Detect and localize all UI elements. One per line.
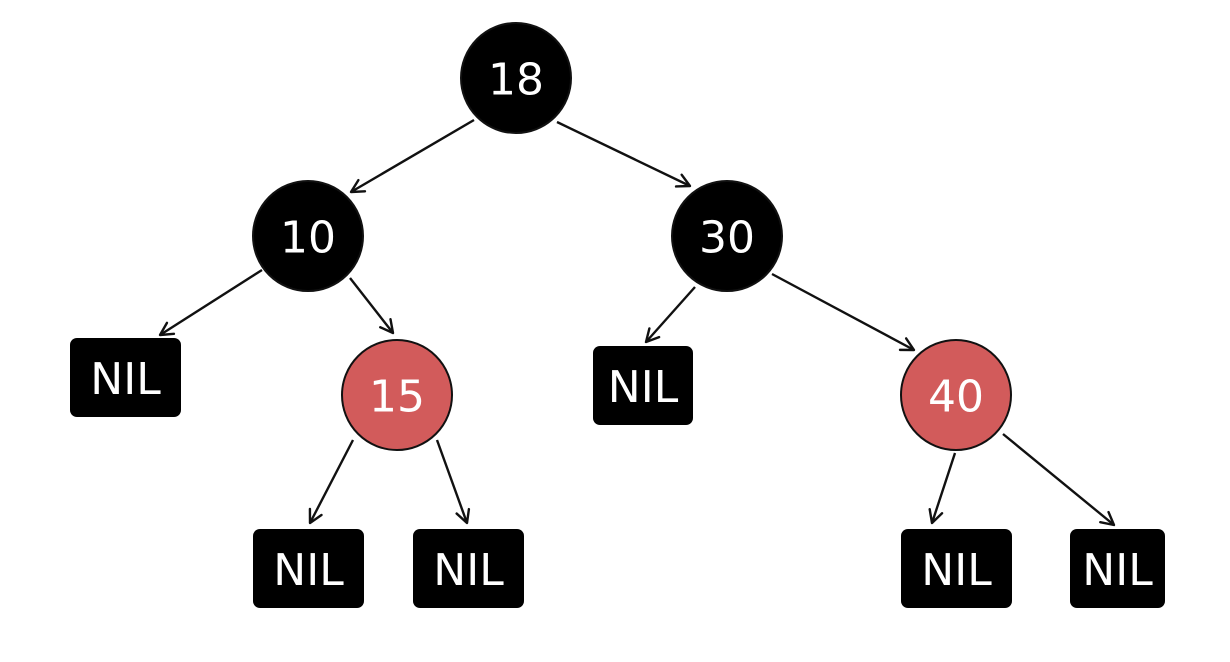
node-label: 40 [928,372,984,423]
edge-line [1002,433,1115,526]
nil-leaf: NIL [413,529,524,608]
edge-n40-nil5 [928,452,957,525]
arrowhead-icon [158,321,176,337]
node-label: 15 [369,372,425,423]
tree-node-18: 18 [460,22,572,134]
arrowhead-icon [674,173,692,188]
arrowhead-icon [928,507,944,525]
node-label: 18 [488,55,544,106]
nil-label: NIL [433,545,504,596]
edge-line [350,118,475,194]
edges-layer [158,118,1116,527]
tree-node-10: 10 [252,180,364,292]
nil-box [1070,529,1165,608]
nil-label: NIL [90,354,161,405]
edge-line [771,272,915,352]
edge-line [435,439,469,524]
node-circle [460,22,572,134]
nil-box [593,346,693,425]
edge-line [349,277,394,334]
edge-line [930,452,957,524]
node-label: 10 [280,213,336,264]
nil-box [70,338,181,417]
edge-line [308,439,355,524]
edge-n18-n10 [349,118,475,194]
nil-box [253,529,364,608]
edge-n10-nil1 [158,268,263,337]
edge-n30-n40 [771,272,916,352]
nil-box [901,529,1012,608]
nil-label: NIL [1082,545,1153,596]
tree-node-40: 40 [900,339,1012,451]
nil-box [413,529,524,608]
arrowhead-icon [379,318,395,335]
nil-leaf: NIL [1070,529,1165,608]
edge-line [645,286,696,343]
edge-n15-nil4 [435,439,471,525]
edge-line [159,268,263,337]
nil-leaf: NIL [901,529,1012,608]
node-circle [900,339,1012,451]
arrowhead-icon [898,337,916,352]
arrowhead-icon [308,507,323,525]
arrowhead-icon [1099,510,1116,527]
nil-label: NIL [273,545,344,596]
arrowhead-icon [644,327,661,344]
nil-leaf: NIL [253,529,364,608]
edge-n40-nil6 [1002,433,1116,527]
nil-label: NIL [921,545,992,596]
edge-line [556,120,691,188]
nil-leaf: NIL [593,346,693,425]
nil-leaf: NIL [70,338,181,417]
tree-node-15: 15 [341,339,453,451]
node-circle [671,180,783,292]
tree-node-30: 30 [671,180,783,292]
edge-n10-n15 [349,277,395,335]
nil-label: NIL [608,362,679,413]
edge-n18-n30 [556,120,692,188]
node-circle [341,339,453,451]
arrowhead-icon [349,178,367,194]
edge-n15-nil3 [308,439,355,525]
node-circle [252,180,364,292]
node-label: 30 [699,213,755,264]
edge-n30-nil2 [644,286,696,344]
arrowhead-icon [455,507,471,525]
